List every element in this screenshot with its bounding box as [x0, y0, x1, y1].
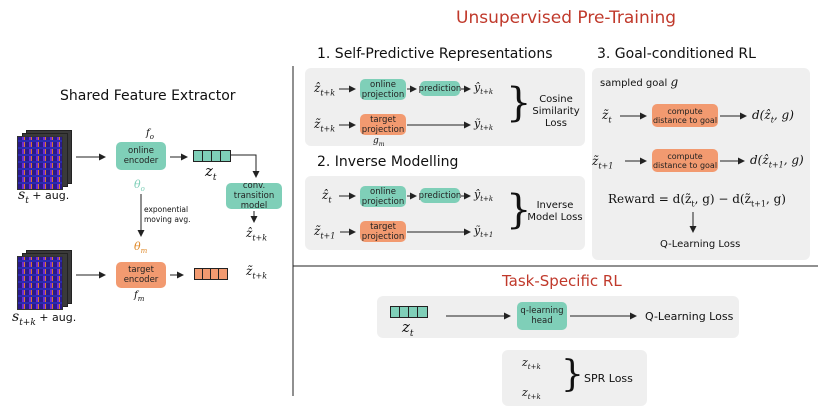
goal-d1: d(ẑt, g) — [752, 108, 794, 125]
inverse-title: 2. Inverse Modelling — [317, 154, 459, 170]
spr-title: 1. Self-Predictive Representations — [317, 46, 553, 62]
ztilde-tk-label: z̃t+k — [246, 264, 268, 281]
inverse-out-target: ỹt+1 — [474, 224, 494, 240]
f-m-label: fm — [134, 290, 145, 303]
compute-distance-box-1: compute distance to goal — [652, 104, 718, 127]
spr-in-online: ẑt+k — [314, 81, 336, 98]
game-frame-tk — [17, 256, 63, 310]
game-frame-t — [17, 136, 63, 190]
task-spr-loss: SPR Loss — [584, 372, 633, 385]
transition-model-box: conv. transition model — [226, 181, 282, 211]
inverse-prediction-box: prediction — [419, 188, 461, 203]
spr-target-projection-box: target projection — [360, 114, 406, 135]
spr-brace: } — [506, 80, 532, 126]
goal-d2: d(ẑt+1, g) — [750, 153, 804, 170]
goal-z2: z̃t+1 — [592, 154, 614, 171]
goal-q-loss: Q-Learning Loss — [660, 239, 741, 250]
task-spr-brace: } — [561, 354, 584, 395]
spr-g-m: gm — [373, 136, 385, 148]
arrow-zt-to-transition — [230, 154, 260, 178]
inverse-in-target: z̃t+1 — [314, 224, 336, 241]
inverse-target-projection-box: target projection — [360, 221, 406, 242]
reward-formula: Reward = d(z̃t, g) − d(z̃t+1, g) — [608, 192, 786, 209]
theta-o-label: θo — [134, 178, 145, 194]
inverse-out-online: ŷt+k — [474, 188, 494, 204]
z-target-vector — [194, 268, 228, 280]
target-encoder-box: target encoder — [116, 262, 166, 288]
f-o-label: fo — [146, 128, 154, 141]
z-t-vector — [193, 150, 231, 162]
task-q-loss: Q-Learning Loss — [645, 310, 734, 323]
z-t-label: zt — [205, 162, 217, 183]
spr-online-projection-box: online projection — [360, 79, 406, 100]
task-z-vector — [390, 306, 428, 318]
goal-z1: z̃t — [602, 108, 612, 125]
inverse-loss-label: Inverse Model Loss — [527, 200, 583, 223]
spr-prediction-box: prediction — [419, 81, 461, 96]
theta-m-label: θm — [134, 240, 148, 256]
spr-in-target: z̃t+k — [314, 117, 336, 134]
inverse-online-projection-box: online projection — [360, 186, 406, 207]
s-tk-label: st+k + aug. — [12, 309, 77, 328]
task-z-label: zt — [402, 318, 414, 339]
compute-distance-box-2: compute distance to goal — [652, 149, 718, 172]
inverse-in-online: ẑt — [322, 188, 332, 205]
inverse-brace: } — [506, 187, 532, 233]
zhat-tk-label: ẑt+k — [246, 226, 268, 243]
task-specific-title: Task-Specific RL — [502, 272, 622, 290]
goal-title: 3. Goal-conditioned RL — [597, 46, 756, 62]
sampled-goal-label: sampled goal g — [600, 75, 679, 89]
task-spr-z1: zt+k — [522, 356, 541, 372]
spr-loss-panel — [502, 350, 647, 406]
spr-out-online: ŷt+k — [474, 81, 494, 97]
spr-out-target: ỹt+k — [474, 117, 494, 133]
online-encoder-box: online encoder — [116, 142, 166, 170]
extractor-title: Shared Feature Extractor — [60, 88, 236, 104]
ema-label: exponential moving avg. — [144, 205, 191, 224]
spr-loss-label: Cosine Similarity Loss — [532, 94, 580, 129]
task-spr-z2: zt+k — [522, 386, 541, 402]
unsupervised-title: Unsupervised Pre-Training — [456, 8, 677, 28]
s-t-label: st + aug. — [18, 187, 70, 206]
q-learning-head-box: q-learning head — [517, 302, 567, 330]
